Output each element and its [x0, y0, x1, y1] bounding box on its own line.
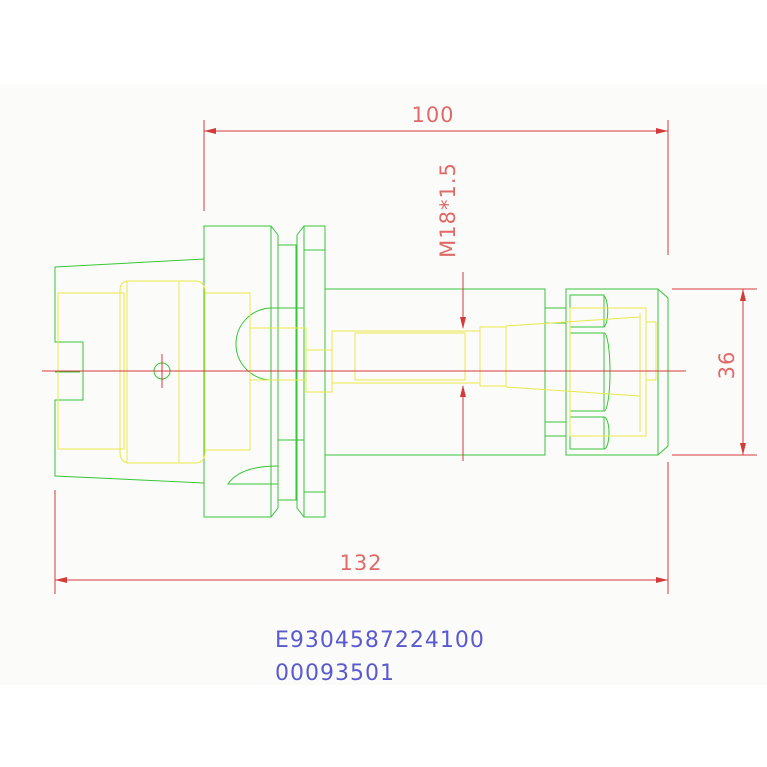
nut-arc-bottom — [603, 416, 610, 450]
hidden-lines — [57, 280, 657, 464]
hidden-taper-bottom — [505, 386, 641, 397]
dim-132-text: 132 — [339, 551, 382, 575]
dim-36-text: 36 — [715, 351, 739, 380]
thread-spec-text: M18*1.5 — [436, 162, 460, 258]
cam-hook-lower — [227, 465, 279, 485]
center-lines — [42, 354, 686, 388]
arrow-thread-bottom — [460, 385, 466, 397]
hidden-pin-outer — [119, 280, 206, 464]
hidden-nut-end — [645, 321, 657, 381]
drawing-sheet — [0, 85, 767, 685]
arrow-36-top — [740, 289, 746, 301]
flange-recess — [278, 244, 297, 501]
nut-arc-mid — [603, 332, 611, 412]
dimensions — [54, 120, 757, 594]
part-code-line1: E9304587224100 — [275, 628, 485, 653]
hidden-core-inner — [354, 332, 466, 381]
dim-100-text: 100 — [411, 103, 454, 127]
hidden-sleeve — [479, 326, 507, 387]
arrow-132-left — [55, 577, 67, 583]
arrow-132-right — [656, 577, 668, 583]
hidden-pin-inner — [126, 280, 180, 464]
arrow-36-bottom — [740, 443, 746, 455]
nut-arc-top — [603, 295, 609, 328]
right-nut-chamfer — [657, 288, 669, 456]
part-code-line2: 00093501 — [275, 661, 395, 686]
hidden-taper-top — [505, 316, 641, 327]
part-outline — [54, 225, 669, 518]
arrow-thread-top — [460, 317, 466, 329]
arrow-100-right — [656, 128, 668, 134]
dimension-arrows — [55, 128, 746, 583]
arrow-100-left — [204, 128, 216, 134]
right-nut — [565, 288, 659, 456]
cam-hook — [235, 307, 304, 381]
